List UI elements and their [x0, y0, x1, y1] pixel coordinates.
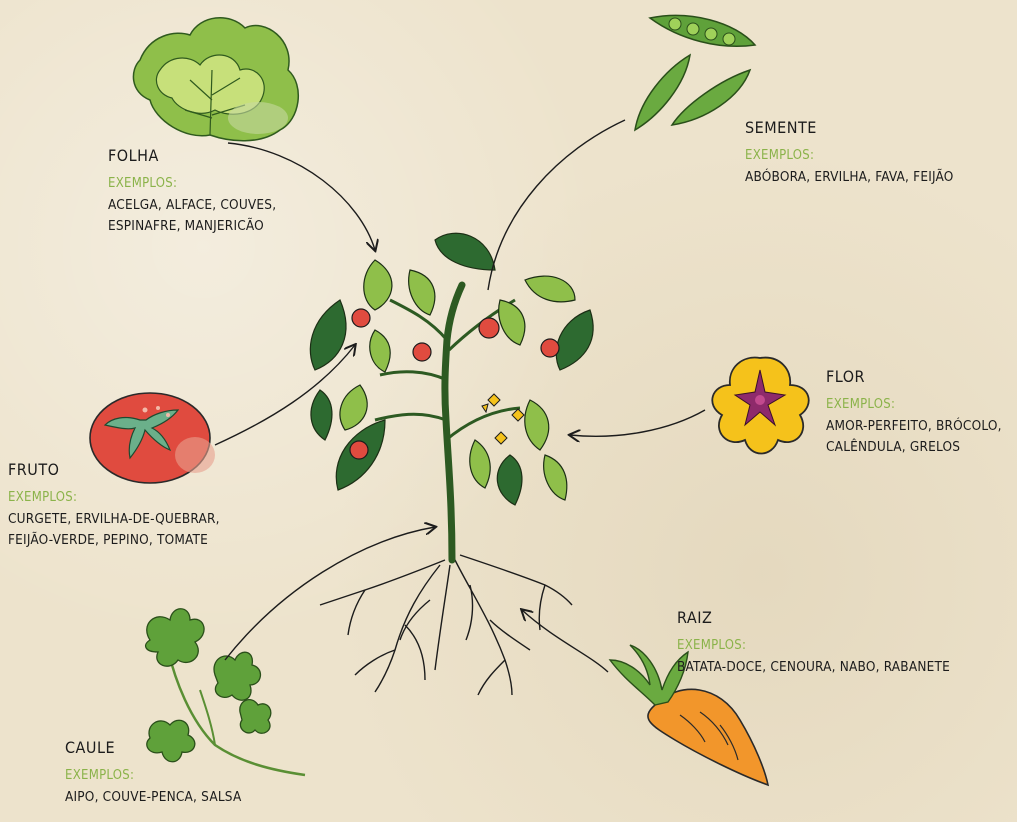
pea-pod-icon	[635, 16, 755, 130]
title-raiz: RAIZ	[677, 608, 950, 627]
examples-fruto-1: CURGETE, ERVILHA-DE-QUEBRAR,	[8, 509, 220, 530]
flower-icon	[712, 358, 808, 454]
title-flor: FLOR	[826, 367, 1002, 386]
arrow-flor	[570, 410, 705, 436]
plant-illustration	[310, 233, 593, 695]
examples-label-semente: EXEMPLOS:	[745, 148, 954, 163]
examples-label-folha: EXEMPLOS:	[108, 176, 276, 191]
examples-folha-1: ACELGA, ALFACE, COUVES,	[108, 195, 276, 216]
label-semente: SEMENTE EXEMPLOS: ABÓBORA, ERVILHA, FAVA…	[745, 118, 954, 188]
arrow-fruto	[215, 345, 355, 445]
label-folha: FOLHA EXEMPLOS: ACELGA, ALFACE, COUVES, …	[108, 146, 276, 237]
title-fruto: FRUTO	[8, 460, 220, 479]
arrow-semente	[488, 120, 625, 290]
examples-label-fruto: EXEMPLOS:	[8, 490, 220, 505]
examples-label-raiz: EXEMPLOS:	[677, 638, 950, 653]
examples-flor-1: AMOR-PERFEITO, BRÓCOLO,	[826, 416, 1002, 437]
examples-raiz-1: BATATA-DOCE, CENOURA, NABO, RABANETE	[677, 657, 950, 678]
title-folha: FOLHA	[108, 146, 276, 165]
label-raiz: RAIZ EXEMPLOS: BATATA-DOCE, CENOURA, NAB…	[677, 608, 950, 678]
title-semente: SEMENTE	[745, 118, 954, 137]
examples-flor-2: CALÊNDULA, GRELOS	[826, 437, 1002, 458]
label-fruto: FRUTO EXEMPLOS: CURGETE, ERVILHA-DE-QUEB…	[8, 460, 220, 551]
title-caule: CAULE	[65, 738, 241, 757]
examples-semente-1: ABÓBORA, ERVILHA, FAVA, FEIJÃO	[745, 167, 954, 188]
arrow-raiz	[522, 610, 608, 672]
label-caule: CAULE EXEMPLOS: AIPO, COUVE-PENCA, SALSA	[65, 738, 241, 808]
examples-caule-1: AIPO, COUVE-PENCA, SALSA	[65, 787, 241, 808]
examples-label-flor: EXEMPLOS:	[826, 397, 1002, 412]
examples-fruto-2: FEIJÃO-VERDE, PEPINO, TOMATE	[8, 530, 220, 551]
examples-label-caule: EXEMPLOS:	[65, 768, 241, 783]
arrow-caule	[225, 527, 435, 660]
arrows	[215, 120, 705, 672]
examples-folha-2: ESPINAFRE, MANJERICÃO	[108, 216, 276, 237]
label-flor: FLOR EXEMPLOS: AMOR-PERFEITO, BRÓCOLO, C…	[826, 367, 1002, 458]
lettuce-icon	[133, 18, 298, 141]
